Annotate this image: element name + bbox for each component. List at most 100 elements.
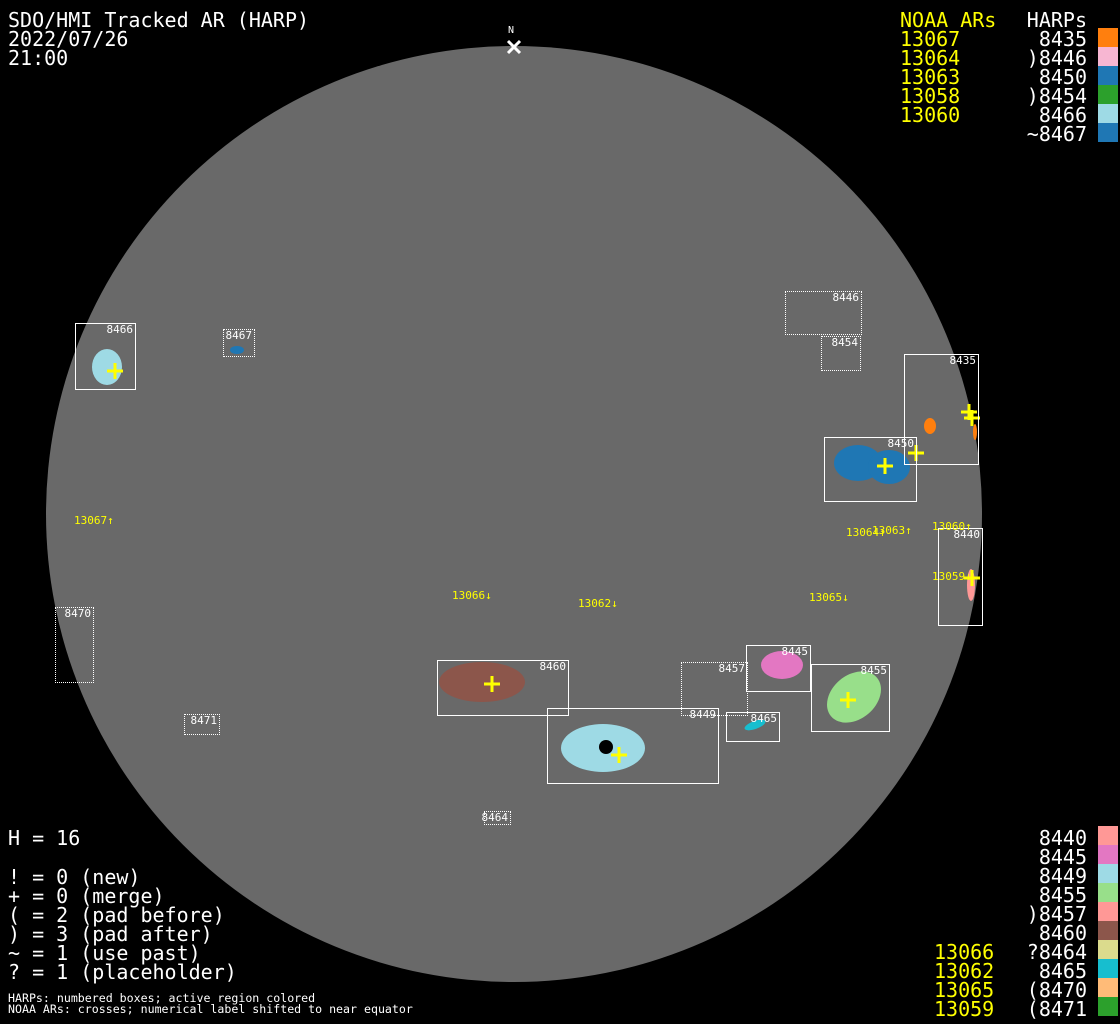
cross-icon [484, 676, 500, 692]
harp-box-label: 8449 [689, 708, 717, 721]
stats-line: ) = 3 (pad after) [8, 922, 213, 946]
harp-box: 8449 [547, 708, 719, 784]
harp-box: 8455 [811, 664, 890, 732]
harp-color-swatch [1098, 883, 1118, 902]
cross-icon [877, 458, 893, 474]
harp-box-label: 8464 [481, 811, 509, 824]
harp-box-label: 8445 [781, 645, 809, 658]
harp-box: 8470 [55, 607, 94, 683]
harp-box-label: 8471 [190, 714, 218, 727]
noaa-legend-item: 13065 [934, 978, 995, 1002]
noaa-legend-item: 13064 [900, 46, 961, 70]
harp-box: 8454 [821, 336, 861, 371]
harp-legend-item: ~8467 [1026, 122, 1087, 146]
harp-color-swatch [1098, 104, 1118, 123]
region-8465 [744, 719, 766, 731]
region-8467 [230, 346, 244, 354]
harp-box-label: 8465 [750, 712, 778, 725]
harp-legend-item: 8455 [1038, 883, 1087, 907]
region-8435-limb [973, 424, 977, 440]
stats-line: ? = 1 (placeholder) [8, 960, 237, 984]
harp-box-label: 8457 [718, 662, 746, 675]
harp-color-swatch [1098, 978, 1118, 997]
noaa-legend-item: 13066 [934, 940, 995, 964]
harp-color-swatch [1098, 28, 1118, 47]
cross-icon [611, 747, 627, 763]
harp-legend-item: 8460 [1038, 921, 1087, 945]
harp-box-label: 8455 [860, 664, 888, 677]
region-8460 [439, 662, 525, 702]
noaa-label: 13062↓ [578, 597, 618, 610]
harp-color-swatch [1098, 85, 1118, 104]
region-8435 [924, 418, 936, 434]
harp-legend-item: ?8464 [1026, 940, 1087, 964]
noaa-label: 13064↑ [846, 526, 886, 539]
noaa-label: 13060↑ [932, 520, 972, 533]
stats-line: ( = 2 (pad before) [8, 903, 225, 927]
harp-color-swatch [1098, 959, 1118, 978]
harp-box: 8435 [904, 354, 979, 465]
stats-line: + = 0 (merge) [8, 884, 165, 908]
harp-box-label: 8466 [106, 323, 134, 336]
harp-color-swatch [1098, 921, 1118, 940]
noaa-legend-item: 13060 [900, 103, 961, 127]
footnote: HARPs: numbered boxes; active region col… [8, 991, 316, 1005]
cross-icon [107, 363, 123, 379]
harp-color-swatch [1098, 902, 1118, 921]
harp-box: 8440 [938, 528, 983, 626]
title: SDO/HMI Tracked AR (HARP) [8, 8, 310, 32]
noaa-label: 13063↑ [872, 524, 912, 537]
noaa-label: 13065↓ [809, 591, 849, 604]
harp-box: 8457 [681, 662, 748, 716]
harp-legend-item: )8454 [1026, 84, 1087, 108]
harp-box: 8471 [184, 714, 220, 735]
harp-box-label: 8440 [953, 528, 981, 541]
harp-legend-item: (8471 [1026, 997, 1087, 1021]
stats-line: ! = 0 (new) [8, 865, 141, 889]
time: 21:00 [8, 46, 69, 70]
cross-icon [840, 692, 856, 708]
harp-color-swatch [1098, 940, 1118, 959]
harp-count: H = 16 [8, 826, 81, 850]
harp-box: 8460 [437, 660, 569, 716]
harp-box-label: 8446 [832, 291, 860, 304]
region-8445 [761, 651, 803, 679]
harp-legend-item: )8446 [1026, 46, 1087, 70]
harp-box-label: 8454 [831, 336, 859, 349]
noaa-label: 13059↓ [932, 570, 972, 583]
harp-box-label: 8450 [887, 437, 915, 450]
harp-legend-item: 8445 [1038, 845, 1087, 869]
harp-legend-item: 8449 [1038, 864, 1087, 888]
north-marker-icon [506, 39, 522, 55]
north-label: N [508, 25, 515, 36]
solar-disk [46, 46, 982, 982]
noaa-legend-item: 13062 [934, 959, 995, 983]
harp-box: 8467 [223, 329, 255, 357]
harp-color-swatch [1098, 864, 1118, 883]
harp-legend-item: 8465 [1038, 959, 1087, 983]
noaa-header: NOAA ARs [900, 8, 997, 32]
cross-icon [964, 570, 980, 586]
stats-line: ~ = 1 (use past) [8, 941, 201, 965]
harp-color-swatch [1098, 826, 1118, 845]
noaa-legend-item: 13059 [934, 997, 995, 1021]
harp-box: 8464 [481, 811, 511, 825]
noaa-label: 13066↓ [452, 589, 492, 602]
harp-color-swatch [1098, 845, 1118, 864]
cross-icon [964, 410, 980, 426]
noaa-legend-item: 13063 [900, 65, 961, 89]
harp-legend-item: 8435 [1038, 27, 1087, 51]
harp-legend-item: (8470 [1026, 978, 1087, 1002]
harp-box: 8465 [726, 712, 780, 742]
harps-header: HARPs [1026, 8, 1087, 32]
harp-legend-item: 8440 [1038, 826, 1087, 850]
harp-box: 8466 [75, 323, 136, 390]
harp-color-swatch [1098, 997, 1118, 1016]
harp-box-label: 8460 [539, 660, 567, 673]
harp-box-label: 8435 [949, 354, 977, 367]
harp-legend-item: 8466 [1038, 103, 1087, 127]
harp-legend-item: 8450 [1038, 65, 1087, 89]
harp-box: 8450 [824, 437, 917, 502]
